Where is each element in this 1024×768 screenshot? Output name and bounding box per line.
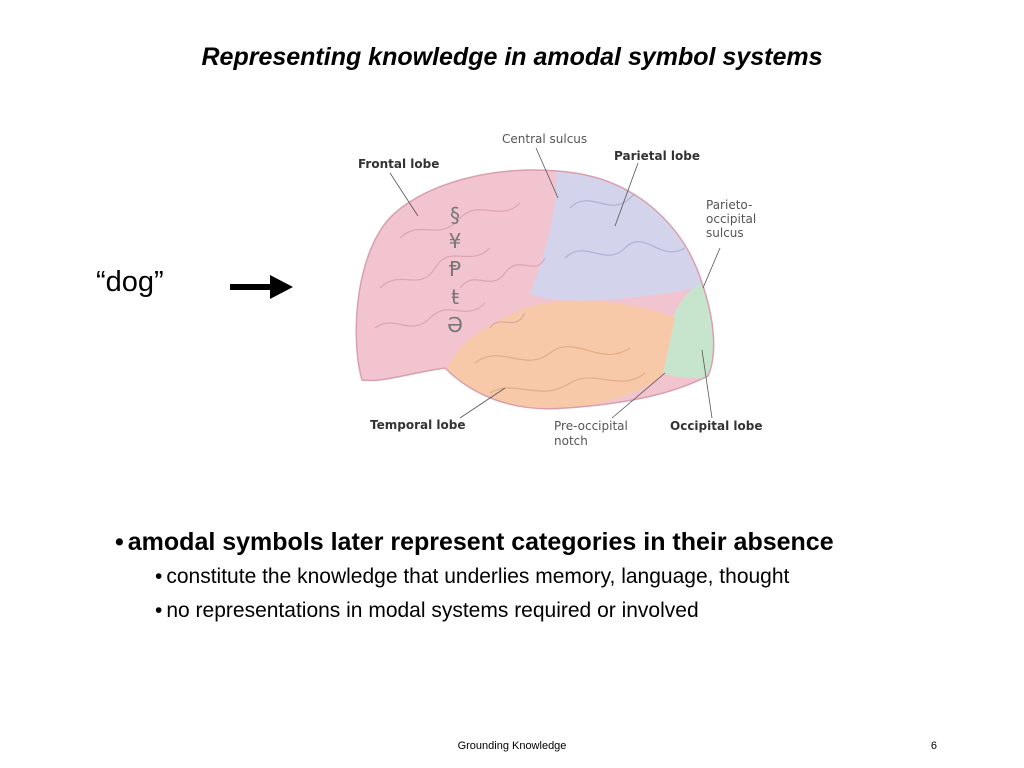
bullet-sub-2: • no representations in modal systems re…	[155, 599, 834, 623]
symbol-1: §	[450, 203, 460, 227]
bullet-list: • amodal symbols later represent categor…	[115, 528, 834, 623]
label-frontal-lobe: Frontal lobe	[358, 157, 439, 171]
page-number: 6	[930, 740, 937, 752]
bullet-sub-1: • constitute the knowledge that underlie…	[155, 565, 834, 589]
bullet-sub-1-text: constitute the knowledge that underlies …	[166, 565, 790, 588]
label-central-sulcus: Central sulcus	[502, 132, 587, 146]
bullet-sub-2-text: no representations in modal systems requ…	[166, 599, 699, 622]
amodal-symbols: § ¥ Ᵽ ŧ Ə	[447, 203, 463, 337]
symbol-5: Ə	[447, 313, 463, 337]
brain-diagram: § ¥ Ᵽ ŧ Ə Central sulcus Frontal lobe Pa…	[355, 132, 762, 448]
bullet-marker: •	[155, 599, 163, 622]
occipital-lobe-region	[662, 283, 714, 379]
symbol-4: ŧ	[451, 285, 459, 309]
symbol-2: ¥	[449, 229, 462, 253]
word-dog: “dog”	[96, 266, 164, 298]
label-parietal-lobe: Parietal lobe	[614, 149, 700, 163]
slide-title: Representing knowledge in amodal symbol …	[201, 43, 823, 71]
label-pre-occipital-1: Pre-occipital	[554, 419, 628, 433]
label-parieto-occipital-1: Parieto-	[706, 198, 752, 212]
bullet-main: • amodal symbols later represent categor…	[115, 528, 834, 557]
label-parieto-occipital-2: occipital	[706, 212, 756, 226]
label-parieto-occipital-3: sulcus	[706, 226, 744, 240]
symbol-3: Ᵽ	[449, 257, 461, 281]
bullet-marker: •	[115, 528, 124, 556]
bullet-main-text: amodal symbols later represent categorie…	[127, 528, 834, 556]
label-temporal-lobe: Temporal lobe	[370, 418, 465, 432]
right-arrow-icon	[230, 275, 293, 299]
bullet-marker: •	[155, 565, 163, 588]
label-occipital-lobe: Occipital lobe	[670, 419, 762, 433]
label-pre-occipital-2: notch	[554, 434, 588, 448]
footer-title: Grounding Knowledge	[457, 740, 567, 752]
temporal-lobe-region	[445, 300, 675, 409]
